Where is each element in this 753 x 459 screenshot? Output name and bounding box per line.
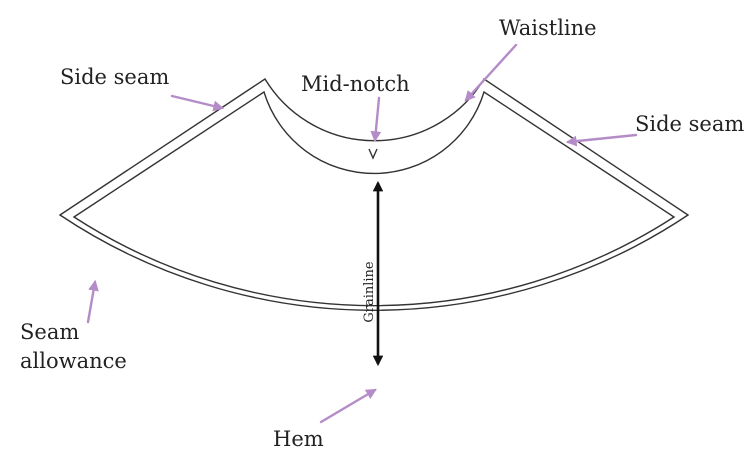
side-seam-left-pointer bbox=[170, 94, 225, 112]
mid-notch-mark bbox=[368, 148, 378, 160]
waistline-pointer bbox=[464, 43, 518, 102]
side-seam-right-pointer bbox=[565, 133, 638, 147]
side-seam-right-label: Side seam bbox=[635, 112, 744, 136]
pattern-inner-outline bbox=[72, 90, 676, 307]
mid-notch-pointer bbox=[370, 96, 382, 143]
hem-label: Hem bbox=[273, 427, 324, 451]
seam-allowance-label-line1: Seam bbox=[20, 320, 79, 344]
seam-allowance-label-line2: allowance bbox=[20, 349, 127, 373]
mid-notch-label: Mid-notch bbox=[301, 72, 410, 96]
waistline-label: Waistline bbox=[499, 16, 597, 40]
seam-allowance-pointer bbox=[86, 279, 99, 324]
pattern-outer-outline bbox=[58, 78, 690, 311]
hem-pointer bbox=[319, 388, 377, 424]
grainline-label: Grainline bbox=[362, 261, 377, 323]
side-seam-left-label: Side seam bbox=[60, 65, 169, 89]
